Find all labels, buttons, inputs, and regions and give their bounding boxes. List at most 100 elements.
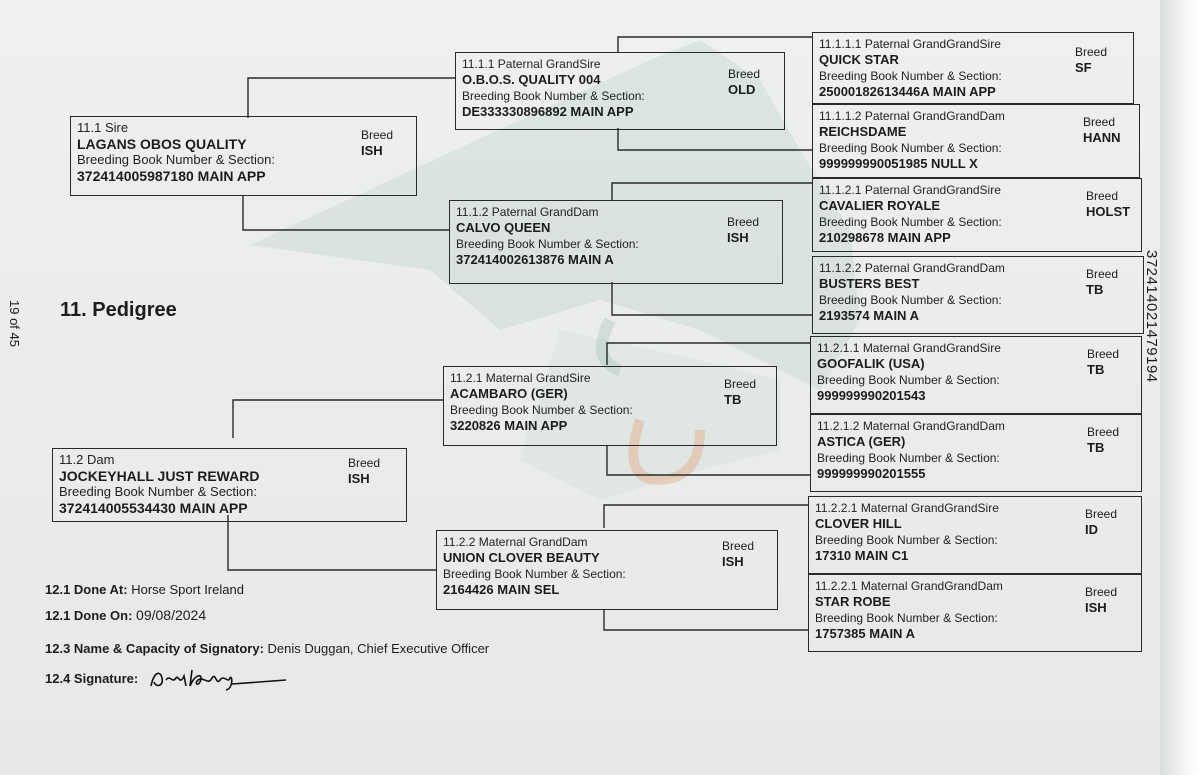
ggp-box-2: 11.1.1.2 Paternal GrandGrandDam REICHSDA…	[812, 104, 1140, 178]
ggp-box-5: 11.2.1.1 Maternal GrandGrandSire GOOFALI…	[810, 336, 1142, 414]
ggp-name: CLOVER HILL	[815, 516, 902, 531]
breed-label: Breed	[724, 377, 757, 391]
bbn-label: Breeding Book Number & Section:	[77, 152, 275, 167]
ggp-name: BUSTERS BEST	[819, 276, 920, 291]
done-at-label: 12.1 Done At:	[45, 582, 128, 597]
bbn-label: Breeding Book Number & Section:	[815, 533, 998, 547]
sire-box: 11.1 Sire LAGANS OBOS QUALITY Breeding B…	[70, 116, 417, 196]
ggp-box-6: 11.2.1.2 Maternal GrandGrandDam ASTICA (…	[810, 414, 1142, 492]
dam-breed: ISH	[348, 471, 370, 486]
mgs-number: 3220826 MAIN APP	[450, 418, 568, 433]
pgd-caption: 11.1.2 Paternal GrandDam	[456, 205, 599, 219]
bbn-label: Breeding Book Number & Section:	[819, 141, 1002, 155]
ggp-box-3: 11.1.2.1 Paternal GrandGrandSire CAVALIE…	[812, 178, 1142, 252]
signature-label: 12.4 Signature:	[45, 670, 139, 686]
pedigree-connectors	[227, 36, 812, 631]
page-edge	[1160, 0, 1200, 775]
done-at-value: Horse Sport Ireland	[131, 582, 244, 597]
dam-name: JOCKEYHALL JUST REWARD	[59, 468, 260, 484]
ggp-number: 2193574 MAIN A	[819, 308, 919, 323]
mgd-number: 2164426 MAIN SEL	[443, 582, 560, 597]
mgd-caption: 11.2.2 Maternal GrandDam	[443, 535, 588, 549]
mgd-name: UNION CLOVER BEAUTY	[443, 550, 600, 565]
signatory-row: 12.3 Name & Capacity of Signatory: Denis…	[45, 641, 489, 656]
pgs-number: DE333330896892 MAIN APP	[462, 104, 634, 119]
breed-label: Breed	[1087, 425, 1120, 439]
done-at-row: 12.1 Done At: Horse Sport Ireland	[45, 582, 244, 597]
breed-label: Breed	[727, 215, 760, 229]
breed-label: Breed	[1087, 347, 1120, 361]
dam-caption: 11.2 Dam	[59, 452, 115, 467]
breed-label: Breed	[722, 539, 755, 553]
ggp-name: GOOFALIK (USA)	[817, 356, 925, 371]
mgd-breed: ISH	[722, 554, 744, 569]
breed-label: Breed	[348, 456, 381, 470]
sire-number: 372414005987180 MAIN APP	[77, 168, 266, 184]
ggp-number: 25000182613446A MAIN APP	[819, 84, 996, 99]
signature-row: 12.4 Signature:	[45, 664, 296, 692]
bbn-label: Breeding Book Number & Section:	[59, 484, 257, 499]
bbn-label: Breeding Book Number & Section:	[817, 373, 1000, 387]
bbn-label: Breeding Book Number & Section:	[819, 69, 1002, 83]
sire-name: LAGANS OBOS QUALITY	[77, 136, 247, 152]
ggp-name: ASTICA (GER)	[817, 434, 906, 449]
breed-label: Breed	[728, 67, 761, 81]
ggp-breed: TB	[1086, 282, 1104, 297]
pgs-caption: 11.1.1 Paternal GrandSire	[462, 57, 601, 71]
breed-label: Breed	[1086, 267, 1119, 281]
breed-label: Breed	[1085, 507, 1118, 521]
bbn-label: Breeding Book Number & Section:	[819, 215, 1002, 229]
side-id-number: 372414021479194	[1143, 250, 1160, 383]
document-page: 19 of 45 11. Pedigree 372414021479194 11…	[0, 0, 1160, 775]
ggp-name: QUICK STAR	[819, 52, 899, 67]
pgs-name: O.B.O.S. QUALITY 004	[462, 72, 601, 87]
breed-label: Breed	[1085, 585, 1118, 599]
ggp-breed: ID	[1085, 522, 1098, 537]
ggp-breed: ISH	[1085, 600, 1107, 615]
dam-box: 11.2 Dam JOCKEYHALL JUST REWARD Breeding…	[52, 448, 407, 522]
page-number: 19 of 45	[7, 300, 22, 347]
bbn-label: Breeding Book Number & Section:	[450, 403, 633, 417]
paternal-granddam-box: 11.1.2 Paternal GrandDam CALVO QUEEN Bre…	[449, 200, 783, 284]
section-title: 11. Pedigree	[60, 299, 177, 321]
pgd-breed: ISH	[727, 230, 749, 245]
ggp-caption: 11.2.2.1 Maternal GrandGrandSire	[815, 501, 999, 515]
ggp-breed: TB	[1087, 440, 1105, 455]
ggp-caption: 11.2.1.2 Maternal GrandGrandDam	[817, 419, 1005, 433]
ggp-box-4: 11.1.2.2 Paternal GrandGrandDam BUSTERS …	[812, 256, 1144, 334]
ggp-box-1: 11.1.1.1 Paternal GrandGrandSire QUICK S…	[812, 32, 1134, 104]
ggp-breed: TB	[1087, 362, 1105, 377]
maternal-grandsire-box: 11.2.1 Maternal GrandSire ACAMBARO (GER)…	[443, 366, 777, 446]
ggp-name: CAVALIER ROYALE	[819, 198, 941, 213]
done-on-value: 09/08/2024	[136, 607, 207, 623]
sire-caption: 11.1 Sire	[77, 120, 129, 135]
mgs-caption: 11.2.1 Maternal GrandSire	[450, 371, 591, 385]
ggp-caption: 11.2.1.1 Maternal GrandGrandSire	[817, 341, 1001, 355]
ggp-breed: SF	[1075, 60, 1092, 75]
pgd-name: CALVO QUEEN	[456, 220, 551, 235]
ggp-name: STAR ROBE	[815, 594, 891, 609]
ggp-box-7: 11.2.2.1 Maternal GrandGrandSire CLOVER …	[808, 496, 1142, 574]
ggp-number: 17310 MAIN C1	[815, 548, 909, 563]
breed-label: Breed	[1075, 45, 1108, 59]
signatory-value: Denis Duggan, Chief Executive Officer	[267, 641, 490, 656]
done-on-label: 12.1 Done On:	[45, 608, 133, 623]
breed-label: Breed	[361, 128, 394, 142]
bbn-label: Breeding Book Number & Section:	[817, 451, 1000, 465]
bbn-label: Breeding Book Number & Section:	[443, 567, 626, 581]
ggp-caption: 11.1.1.1 Paternal GrandGrandSire	[819, 37, 1001, 51]
mgs-name: ACAMBARO (GER)	[450, 386, 568, 401]
pgs-breed: OLD	[728, 82, 756, 97]
ggp-box-8: 11.2.2.1 Maternal GrandGrandDam STAR ROB…	[808, 574, 1142, 652]
maternal-granddam-box: 11.2.2 Maternal GrandDam UNION CLOVER BE…	[436, 530, 778, 610]
hsi-watermark-logo	[250, 40, 860, 500]
ggp-number: 1757385 MAIN A	[815, 626, 915, 641]
ggp-number: 999999990201543	[817, 388, 926, 403]
bbn-label: Breeding Book Number & Section:	[815, 611, 998, 625]
ggp-caption: 11.1.2.1 Paternal GrandGrandSire	[819, 183, 1001, 197]
pgd-number: 372414002613876 MAIN A	[456, 252, 614, 267]
bbn-label: Breeding Book Number & Section:	[462, 89, 645, 103]
mgs-breed: TB	[724, 392, 742, 407]
breed-label: Breed	[1086, 189, 1119, 203]
paternal-grandsire-box: 11.1.1 Paternal GrandSire O.B.O.S. QUALI…	[455, 52, 785, 130]
